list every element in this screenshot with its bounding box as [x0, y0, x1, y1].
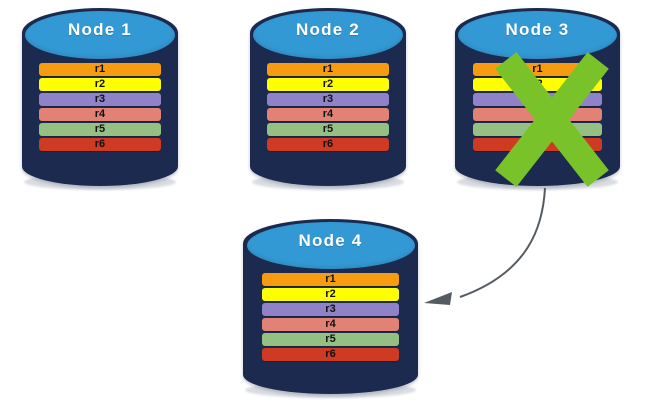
cylinder-top-ellipse [25, 10, 175, 59]
node-2-rows: r1 r2 r3 r4 r5 r6 [267, 63, 389, 152]
row-r2: r2 [473, 78, 602, 92]
row-r1: r1 [473, 63, 602, 77]
row-r4: r4 [473, 108, 602, 122]
row-r2: r2 [262, 288, 399, 302]
row-r6: r6 [473, 138, 602, 152]
node-4[interactable]: Node 4 r1 r2 r3 r4 r5 r6 [243, 219, 418, 398]
node-3-label: Node 3 [505, 20, 570, 40]
row-r6: r6 [267, 138, 389, 152]
failover-arrow-head [424, 292, 452, 305]
failover-arrow-line [459, 187, 546, 298]
row-r3: r3 [262, 303, 399, 317]
row-r4: r4 [267, 108, 389, 122]
row-r4: r4 [262, 318, 399, 332]
node-1[interactable]: Node 1 r1 r2 r3 r4 r5 r6 [22, 8, 178, 190]
row-r6: r6 [39, 138, 161, 152]
node-3-rows: r1 r2 r3 r4 r5 r6 [473, 63, 602, 152]
node-1-rows: r1 r2 r3 r4 r5 r6 [39, 63, 161, 152]
node-1-label: Node 1 [68, 20, 132, 40]
row-r5: r5 [39, 123, 161, 137]
row-r5: r5 [267, 123, 389, 137]
row-r1: r1 [262, 273, 399, 287]
row-r6: r6 [262, 348, 399, 362]
row-r1: r1 [267, 63, 389, 77]
row-r5: r5 [262, 333, 399, 347]
row-r4: r4 [39, 108, 161, 122]
cylinder-top-ellipse [246, 221, 415, 269]
row-r1: r1 [39, 63, 161, 77]
row-r3: r3 [39, 93, 161, 107]
node-3[interactable]: Node 3 r1 r2 r3 r4 r5 r6 [455, 8, 620, 190]
node-4-rows: r1 r2 r3 r4 r5 r6 [262, 273, 399, 362]
row-r2: r2 [39, 78, 161, 92]
row-r3: r3 [473, 93, 602, 107]
cylinder-top-ellipse [253, 10, 403, 59]
row-r3: r3 [267, 93, 389, 107]
row-r5: r5 [473, 123, 602, 137]
row-r2: r2 [267, 78, 389, 92]
node-2[interactable]: Node 2 r1 r2 r3 r4 r5 r6 [250, 8, 406, 190]
node-2-label: Node 2 [296, 20, 360, 40]
cylinder-top-ellipse [458, 10, 617, 59]
node-4-label: Node 4 [298, 231, 363, 251]
